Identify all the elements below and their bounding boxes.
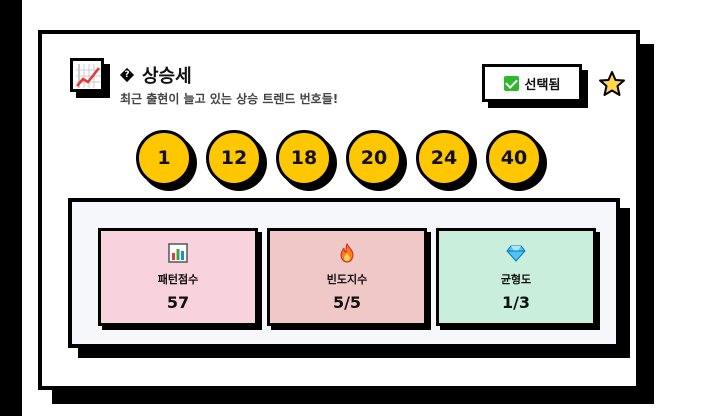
number-ball: 1 [136, 130, 192, 186]
fire-icon [340, 243, 354, 263]
frequency-index-box: 빈도지수 5/5 [267, 228, 427, 326]
star-icon[interactable] [598, 70, 626, 98]
stat-value: 1/3 [501, 293, 531, 312]
card-title: 상승세 [142, 66, 192, 87]
selected-label: 선택됨 [524, 77, 561, 93]
stat-label: 패턴점수 [157, 273, 199, 286]
stats-panel: 패턴점수 57 빈도지수 5/5 균형도 1/3 [68, 198, 620, 348]
pattern-score-box: 패턴점수 57 [98, 228, 258, 326]
question-diamond-icon: ? [120, 68, 134, 82]
stat-label: 균형도 [500, 273, 532, 286]
selected-toggle-button[interactable]: 선택됨 [482, 64, 582, 102]
number-ball: 24 [416, 130, 472, 186]
stat-value: 5/5 [332, 293, 362, 312]
check-box-icon [503, 75, 519, 91]
diamond-icon [506, 245, 526, 262]
number-ball: 20 [346, 130, 402, 186]
number-balls: 1 12 18 20 24 40 [136, 130, 542, 186]
card-subtitle: 최근 출현이 늘고 있는 상승 트렌드 번호들! [120, 92, 339, 106]
title-row: ? 상승세 [120, 62, 192, 88]
trend-card: ? 상승세 최근 출현이 늘고 있는 상승 트렌드 번호들! 선택됨 1 12 … [38, 30, 640, 390]
stat-label: 빈도지수 [326, 273, 368, 286]
bar-chart-icon [168, 243, 188, 263]
stat-value: 57 [166, 293, 190, 312]
left-edge-bar [0, 0, 22, 416]
number-ball: 12 [206, 130, 262, 186]
balance-box: 균형도 1/3 [436, 228, 596, 326]
number-ball: 18 [276, 130, 332, 186]
trending-up-chart-icon [70, 58, 104, 92]
number-ball: 40 [486, 130, 542, 186]
